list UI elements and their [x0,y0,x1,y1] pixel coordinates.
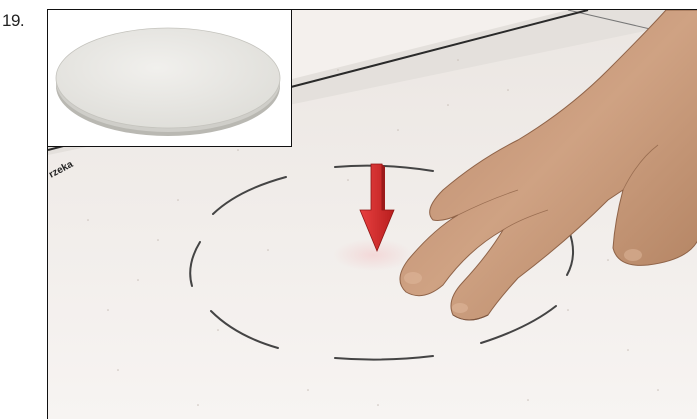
step-number: 19. [2,11,24,31]
disc-inset [47,9,292,147]
round-disc-icon [48,10,292,147]
